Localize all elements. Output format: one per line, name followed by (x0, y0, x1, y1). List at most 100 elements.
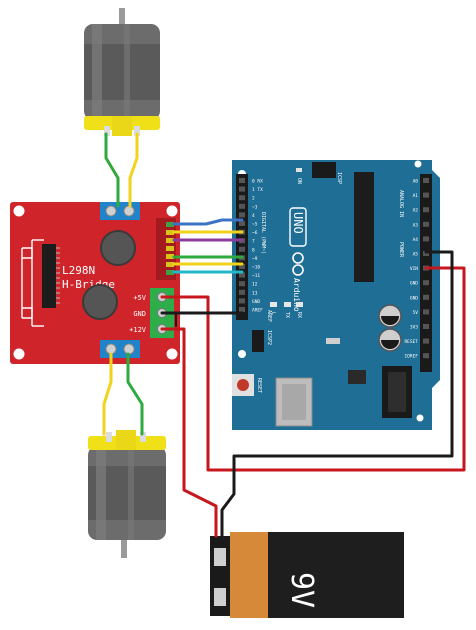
terminal-label-5v: +5V (133, 294, 146, 302)
digital-pin-label: ~3 (252, 204, 258, 210)
power-header-label: POWER (398, 242, 404, 258)
digital-pin-socket (239, 212, 245, 218)
power-pin-socket (423, 178, 429, 183)
battery-copper-band (230, 532, 270, 618)
digital-pin-socket (239, 264, 245, 269)
terminal-label-gnd: GND (133, 310, 146, 318)
power-pin-socket (423, 192, 429, 198)
nine-volt-battery: 9V (210, 532, 404, 618)
digital-pin-label: ~5 (252, 222, 258, 228)
aref-label: AREF (266, 310, 272, 322)
terminal-screw (123, 343, 135, 355)
driver-capacitor (82, 284, 118, 320)
rx-label: RX (296, 312, 302, 318)
mount-hole (166, 348, 178, 360)
mount-hole (13, 348, 25, 360)
voltage-regulator (348, 370, 366, 384)
l-led (270, 302, 277, 307)
reset-button-cap (237, 379, 249, 391)
battery-label: 9V (284, 572, 319, 608)
wires (102, 132, 466, 538)
on-label: ON (296, 178, 302, 184)
wire-black-battery (220, 250, 454, 538)
wire-green-motor-b (126, 352, 144, 436)
reset-label: RESET (256, 378, 262, 393)
power-pin-label: RESET (404, 339, 418, 345)
digital-pin-socket (239, 203, 245, 209)
bottom-motor (88, 430, 166, 558)
power-pin-label: GND (410, 281, 418, 287)
digital-pin-label: 1 TX (252, 187, 263, 193)
digital-pin-label: AREF (252, 308, 263, 314)
power-pin-label: VIN (410, 266, 418, 272)
digital-pin-label: 2 (252, 196, 255, 202)
digital-pin-label: 12 (252, 282, 258, 288)
wire-yellow-motor-b (102, 352, 113, 436)
power-pin-label: 5V (413, 310, 419, 316)
wire-red-battery-12v (160, 327, 218, 538)
digital-pin-label: ~9 (252, 256, 258, 262)
power-pin-label: A3 (413, 222, 419, 228)
digital-pin-socket (239, 307, 245, 312)
digital-pin-socket (239, 178, 245, 183)
power-pin-socket (423, 221, 429, 227)
digital-pin-label: ~11 (252, 273, 260, 279)
battery-terminal-pos (214, 588, 226, 606)
digital-pin-socket (239, 298, 245, 304)
top-motor (84, 8, 160, 136)
l298n-chip (42, 244, 56, 308)
battery-terminal-neg (214, 548, 226, 566)
driver-pcb (10, 202, 180, 364)
arduino-pcb (232, 160, 440, 430)
power-pin-label: A1 (413, 193, 419, 199)
bottom-motor-shaft (121, 538, 127, 558)
terminal-label-12v: +12V (129, 326, 147, 334)
power-pin-socket (423, 324, 429, 329)
power-pin-label: GND (410, 295, 418, 301)
battery-body (268, 532, 404, 618)
power-pin-label: A0 (413, 179, 419, 185)
power-pin-label: IOREF (404, 354, 418, 360)
digital-pin-socket (239, 195, 245, 201)
on-led (296, 168, 302, 172)
bottom-motor-terminal-right (140, 432, 146, 442)
driver-heatsink-outline (21, 239, 44, 327)
arduino-logo: UNO Arduino (289, 207, 307, 312)
l-label: L (270, 312, 276, 315)
icsp-header (312, 162, 336, 178)
digital-pin-label: 4 (252, 213, 255, 219)
terminal-screw (105, 205, 117, 217)
digital-pin-socket (239, 221, 245, 226)
wire-red-5v (160, 266, 466, 472)
digital-pin-socket (239, 246, 245, 252)
digital-header-label: DIGITAL (PWM~) (260, 212, 266, 254)
power-pin-socket (423, 309, 429, 315)
atmega-chip (354, 172, 374, 282)
top-motor-terminal-right (134, 126, 140, 136)
digital-pin-socket (239, 289, 245, 295)
digital-pin-label: 8 (252, 247, 255, 253)
power-pin-label: A4 (413, 237, 419, 243)
top-motor-shaft (119, 8, 125, 26)
power-pin-socket (423, 207, 429, 213)
power-pin-label: A5 (413, 252, 419, 258)
arduino-brand-label: Arduino (292, 278, 301, 312)
driver-input-header (166, 222, 174, 275)
tx-label: TX (284, 312, 290, 318)
digital-pin-label: 7 (252, 239, 255, 245)
tx-led (284, 302, 291, 307)
power-pin-socket (423, 338, 429, 344)
wire-blue-signal (172, 218, 244, 226)
icsp2-label: ICSP2 (266, 330, 272, 345)
mount-hole (13, 205, 25, 217)
power-pin-label: A2 (413, 208, 419, 214)
icsp2-header (252, 330, 264, 352)
power-pin-socket (423, 236, 429, 242)
icsp-label: ICSP (336, 172, 342, 184)
top-motor-terminal-left (104, 126, 110, 136)
rx-led (296, 302, 303, 307)
digital-pin-label: 0 RX (252, 179, 263, 185)
power-pin-socket (423, 280, 429, 286)
